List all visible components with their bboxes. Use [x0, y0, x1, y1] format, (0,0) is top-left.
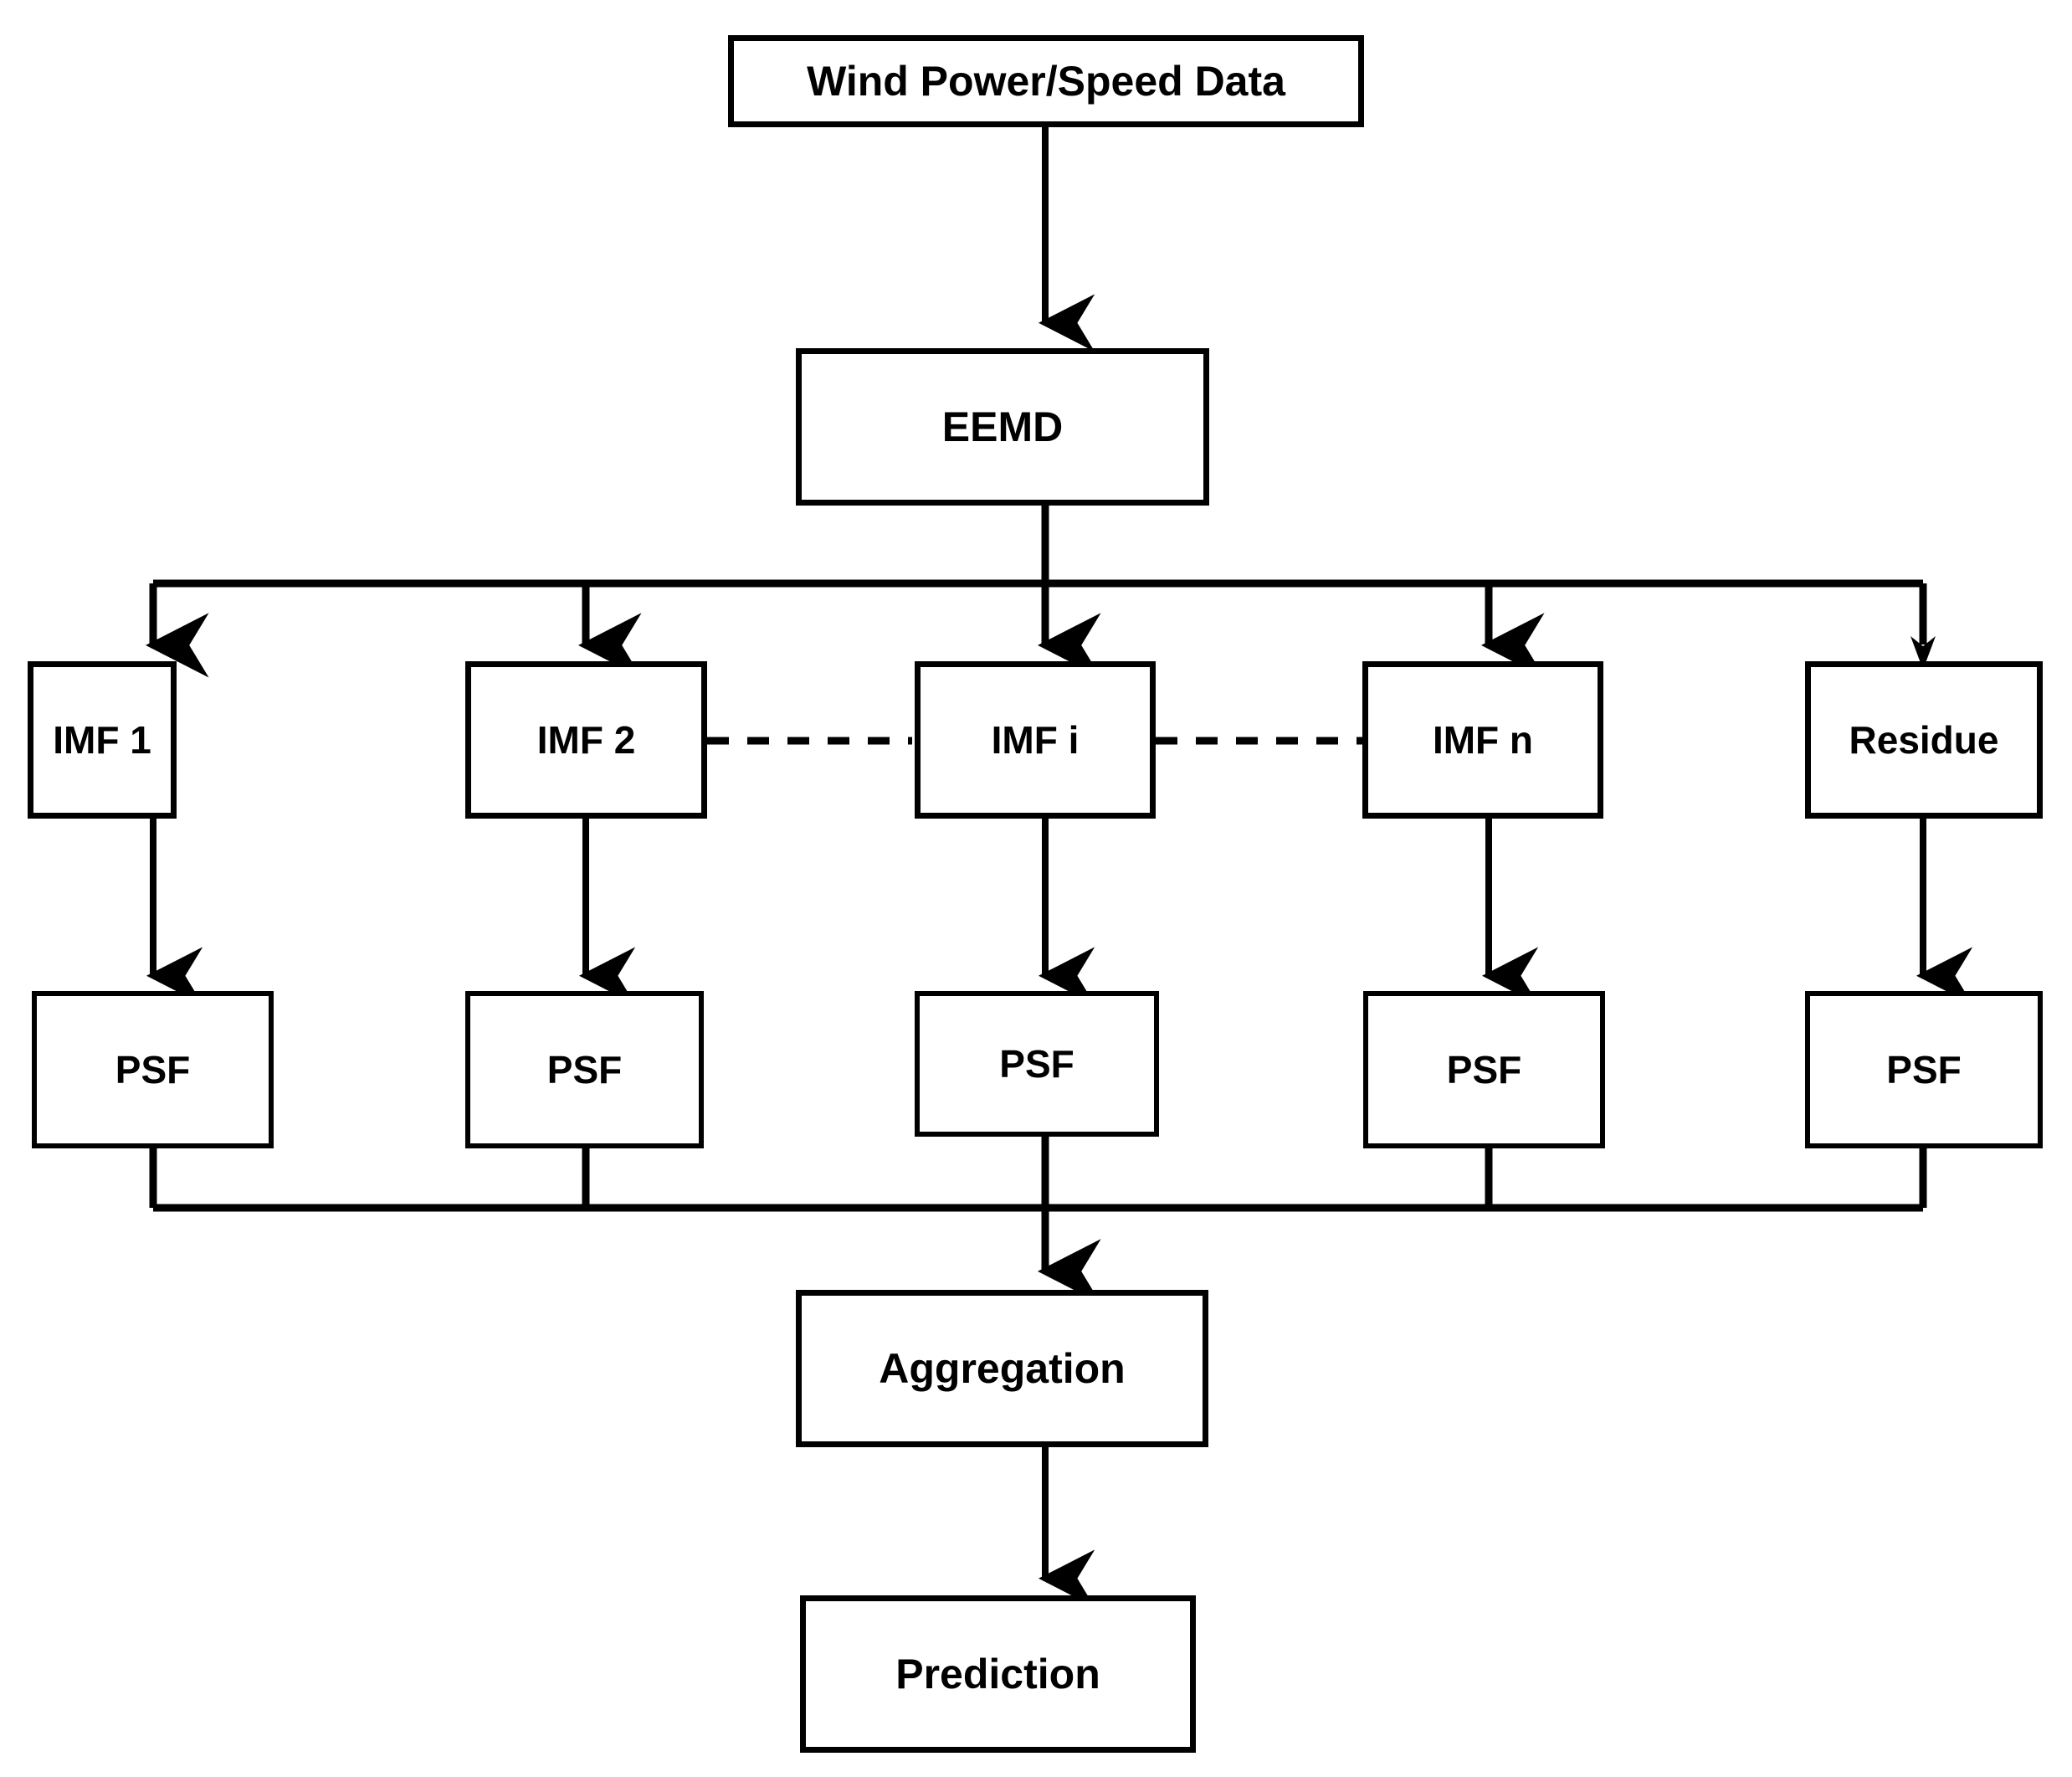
node-aggregation[interactable]: Aggregation — [796, 1290, 1208, 1447]
edge-eemd-to-bus — [153, 506, 1923, 588]
node-psf-1-label: PSF — [115, 1047, 191, 1091]
node-imf-2-label: IMF 2 — [536, 717, 636, 762]
node-psf-3[interactable]: PSF — [915, 991, 1159, 1137]
node-imf-1-label: IMF 1 — [53, 717, 151, 762]
node-psf-4-label: PSF — [1446, 1047, 1522, 1091]
node-psf-3-label: PSF — [999, 1041, 1074, 1086]
node-psf-2-label: PSF — [546, 1047, 623, 1091]
node-imf-i-label: IMF i — [991, 717, 1080, 762]
node-imf-n-label: IMF n — [1432, 717, 1534, 762]
node-psf-4[interactable]: PSF — [1363, 991, 1605, 1148]
node-psf-2[interactable]: PSF — [465, 991, 704, 1148]
node-input-label: Wind Power/Speed Data — [807, 57, 1285, 105]
node-psf-5-label: PSF — [1886, 1047, 1962, 1091]
edge-bus-to-residue — [1910, 583, 1936, 670]
edge-psf-collection-bus — [149, 1137, 1927, 1304]
node-prediction-label: Prediction — [895, 1650, 1100, 1697]
node-psf-5[interactable]: PSF — [1805, 991, 2043, 1148]
node-input[interactable]: Wind Power/Speed Data — [728, 35, 1364, 127]
node-psf-1[interactable]: PSF — [32, 991, 274, 1148]
node-imf-n[interactable]: IMF n — [1362, 661, 1603, 819]
node-aggregation-label: Aggregation — [879, 1344, 1126, 1392]
node-eemd[interactable]: EEMD — [796, 348, 1209, 506]
node-residue[interactable]: Residue — [1805, 661, 2043, 819]
node-imf-2[interactable]: IMF 2 — [465, 661, 707, 819]
node-imf-i[interactable]: IMF i — [915, 661, 1156, 819]
node-imf-1[interactable]: IMF 1 — [28, 661, 177, 819]
node-residue-label: Residue — [1849, 717, 1999, 762]
node-prediction[interactable]: Prediction — [800, 1595, 1196, 1753]
node-eemd-label: EEMD — [941, 403, 1064, 450]
